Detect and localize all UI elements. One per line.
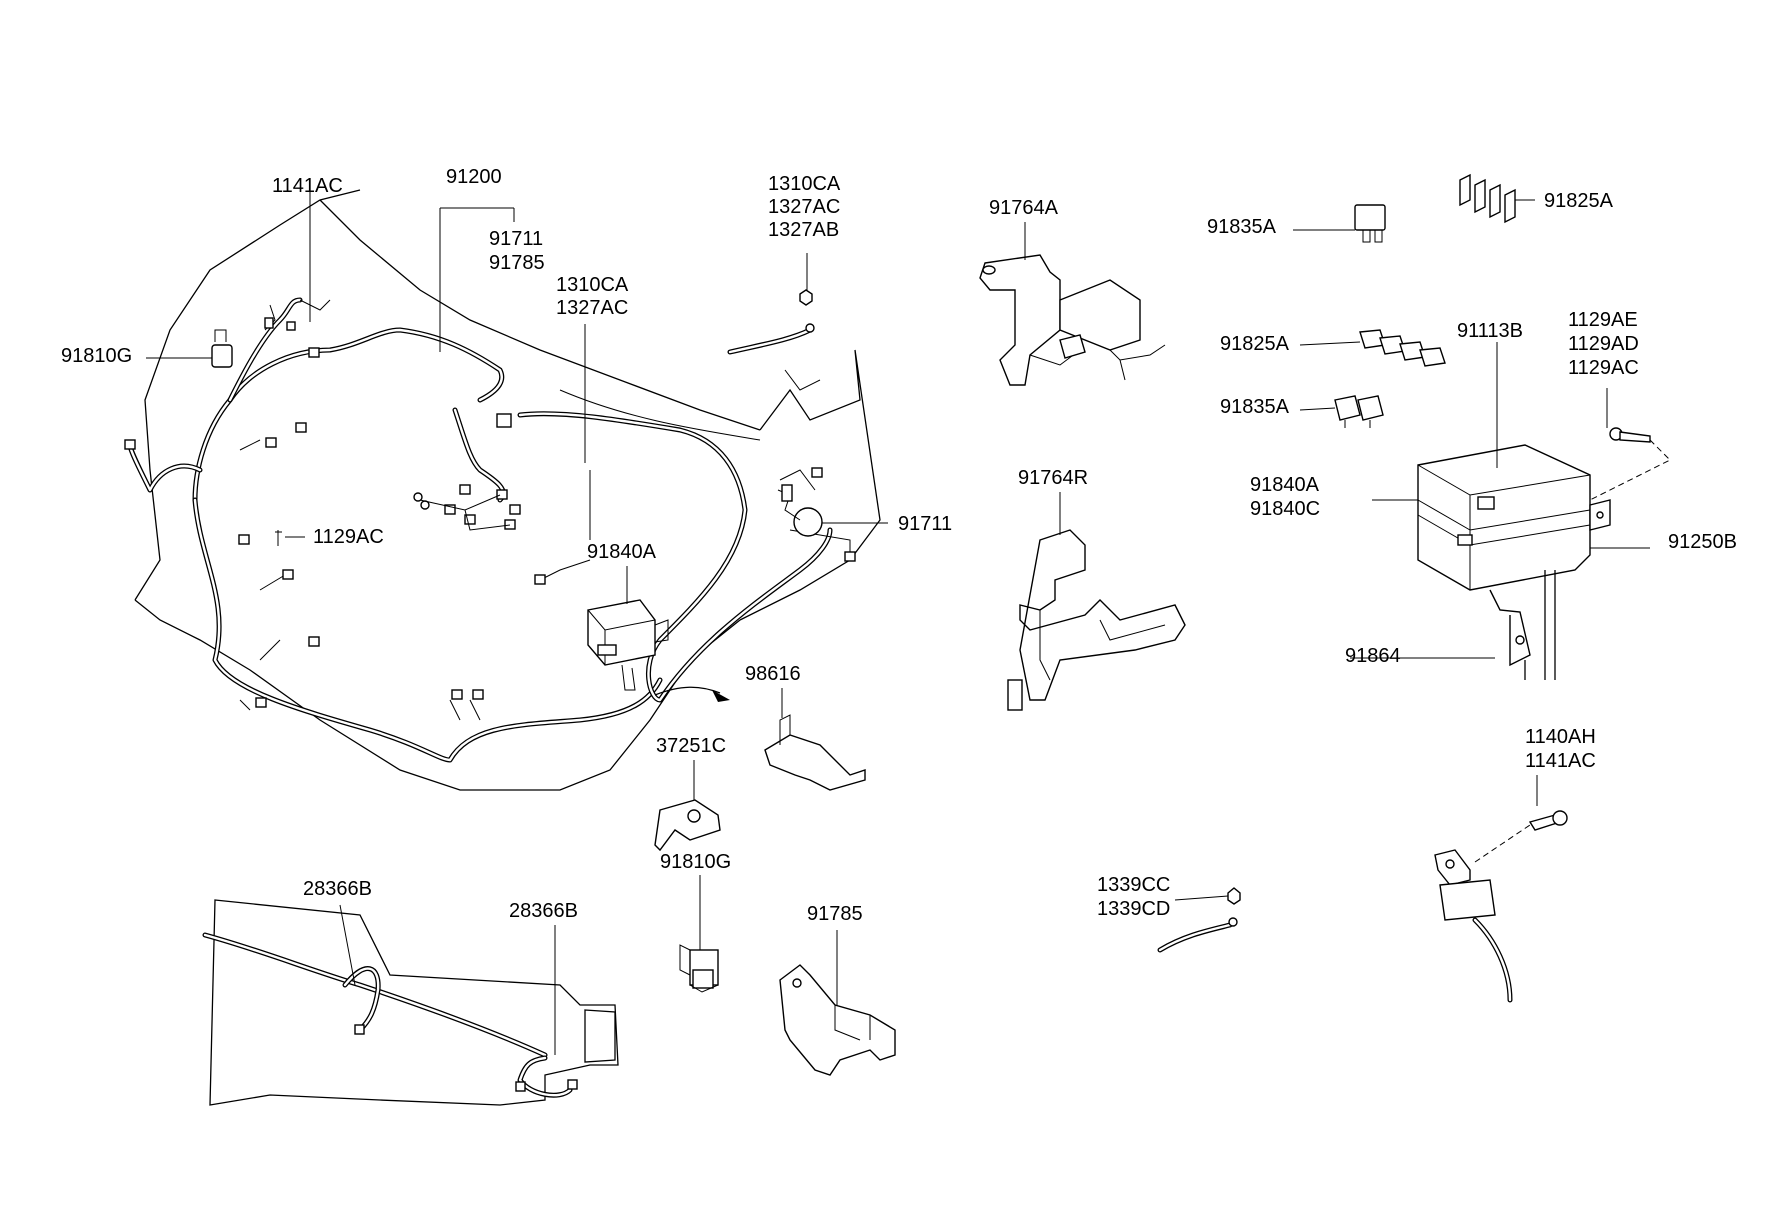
callout-labels: 1141AC 91200 91711 91785 1310CA 1327AC 1… [61,166,1737,925]
callout-91250B: 91250B [1668,531,1737,553]
leader-lines [146,192,1650,1055]
callout-91764R: 91764R [1018,467,1088,489]
relay-91810G [679,944,719,993]
ground-strap-top [727,289,815,355]
callout-91864: 91864 [1345,645,1401,667]
fuse-91835A-top [1354,204,1386,243]
callout-91764A: 91764A [989,197,1059,219]
transmission-harness [202,899,619,1106]
callout-91840A-mid: 91840A [587,541,657,563]
callout-91810G-low: 91810G [660,851,731,873]
callout-1310CA-a: 1310CA [768,173,841,195]
callout-1327AC-a: 1327AC [768,196,840,218]
arrow-head-icon [712,690,730,702]
callout-1129AC-left: 1129AC [313,526,384,548]
callout-91785-low: 91785 [807,903,863,925]
callout-91200: 91200 [446,166,502,188]
relay-1140AH [1434,810,1568,1003]
bracket-91764R [1007,529,1186,711]
callout-1339CD: 1339CD [1097,898,1170,920]
callout-1129AD: 1129AD [1568,333,1639,355]
callout-28366B-b: 28366B [509,900,578,922]
callout-1141AC-top: 1141AC [272,175,343,197]
bracket-98616 [764,714,866,791]
callout-91840C: 91840C [1250,498,1320,520]
callout-1327AB: 1327AB [768,219,839,241]
callout-91835A-top: 91835A [1207,216,1277,238]
callout-1339CC: 1339CC [1097,874,1170,896]
callout-1129AC-right: 1129AC [1568,357,1639,379]
callout-91810G-left: 91810G [61,345,132,367]
callout-28366B-a: 28366B [303,878,372,900]
fuse-91835A-mid [1334,395,1384,428]
callout-1140AH: 1140AH [1525,726,1596,748]
engine-bay-outline [134,189,881,791]
callout-91840A-right: 91840A [1250,474,1320,496]
sensor-37251C [654,799,721,852]
callout-91825A-top: 91825A [1544,190,1614,212]
callout-1310CA-b: 1310CA [556,274,629,296]
callout-98616: 98616 [745,663,801,685]
callout-1327AC-b: 1327AC [556,297,628,319]
callout-91825A-mid: 91825A [1220,333,1290,355]
callout-1129AE: 1129AE [1568,309,1638,331]
main-wiring-harness [124,297,856,763]
fuse-box-large [1417,427,1671,680]
fuse-box-in-bay [587,599,730,702]
callout-37251C: 37251C [656,735,726,757]
bracket-91785 [779,964,896,1076]
callout-91785-top: 91785 [489,252,545,274]
callout-91113B: 91113B [1457,320,1523,342]
bracket-91764A [979,254,1166,386]
callout-91711-right: 91711 [898,513,952,535]
callout-91711-top: 91711 [489,228,543,250]
fuse-91825A-mid [1359,329,1446,367]
fuse-91825A-top [1459,173,1516,224]
callout-1141AC-right: 1141AC [1525,750,1596,772]
callout-91835A-mid: 91835A [1220,396,1290,418]
ground-cable-1339CC [1157,887,1241,953]
